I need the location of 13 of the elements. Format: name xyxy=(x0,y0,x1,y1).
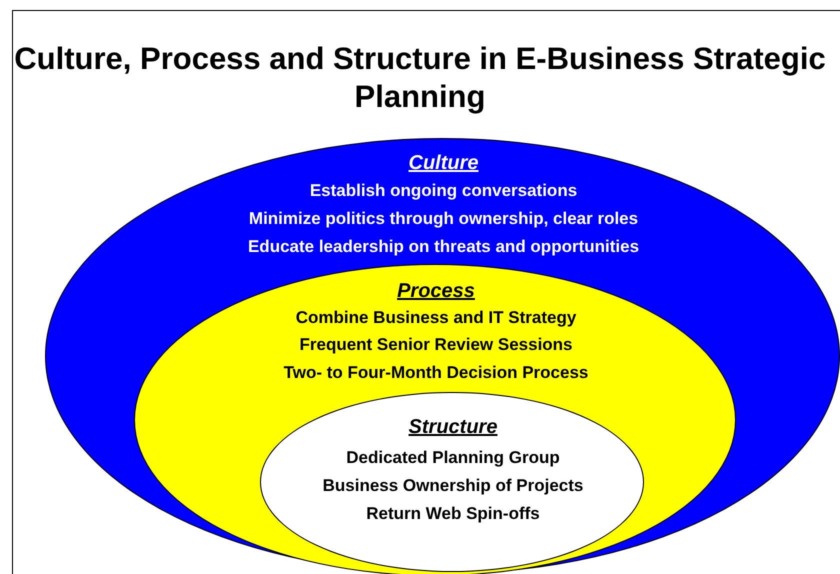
item-text: Return Web Spin-offs xyxy=(366,504,540,524)
item-text: Establish ongoing conversations xyxy=(310,181,578,201)
group-heading: Culture xyxy=(408,151,478,175)
item-text: Combine Business and IT Strategy xyxy=(296,308,576,328)
item-text: Educate leadership on threats and opportunities xyxy=(248,237,640,257)
item-text: Two- to Four-Month Decision Process xyxy=(284,363,588,383)
group-heading: Process xyxy=(397,279,475,303)
item-text: Business Ownership of Projects xyxy=(322,476,584,496)
group-heading: Structure xyxy=(408,415,498,439)
item-text: Dedicated Planning Group xyxy=(346,448,560,468)
item-text: Minimize politics through ownership, clear roles xyxy=(248,209,638,229)
item-text: Frequent Senior Review Sessions xyxy=(299,335,573,355)
title: Culture, Process and Structure in E-Business Strategic Planning xyxy=(13,40,827,116)
